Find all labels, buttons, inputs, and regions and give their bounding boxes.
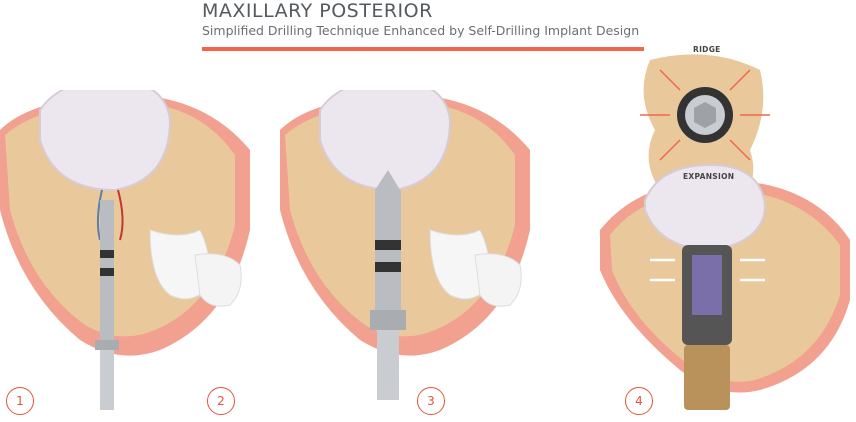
step-1-badge: 1 [6,387,34,415]
accent-divider [202,47,644,51]
panel-step-1-illustration [0,90,270,420]
step-2-badge: 2 [207,387,235,415]
panel-step-2-illustration [280,90,550,420]
expansion-label: EXPANSION [683,172,734,181]
page-title: MAXILLARY POSTERIOR [202,0,646,22]
header: MAXILLARY POSTERIOR Simplified Drilling … [202,0,646,39]
step-3-badge: 3 [417,387,445,415]
page-subtitle: Simplified Drilling Technique Enhanced b… [202,23,646,39]
panel-step-4-illustration [600,40,856,422]
ridge-label: RIDGE [693,45,721,54]
step-4-badge: 4 [625,387,653,415]
